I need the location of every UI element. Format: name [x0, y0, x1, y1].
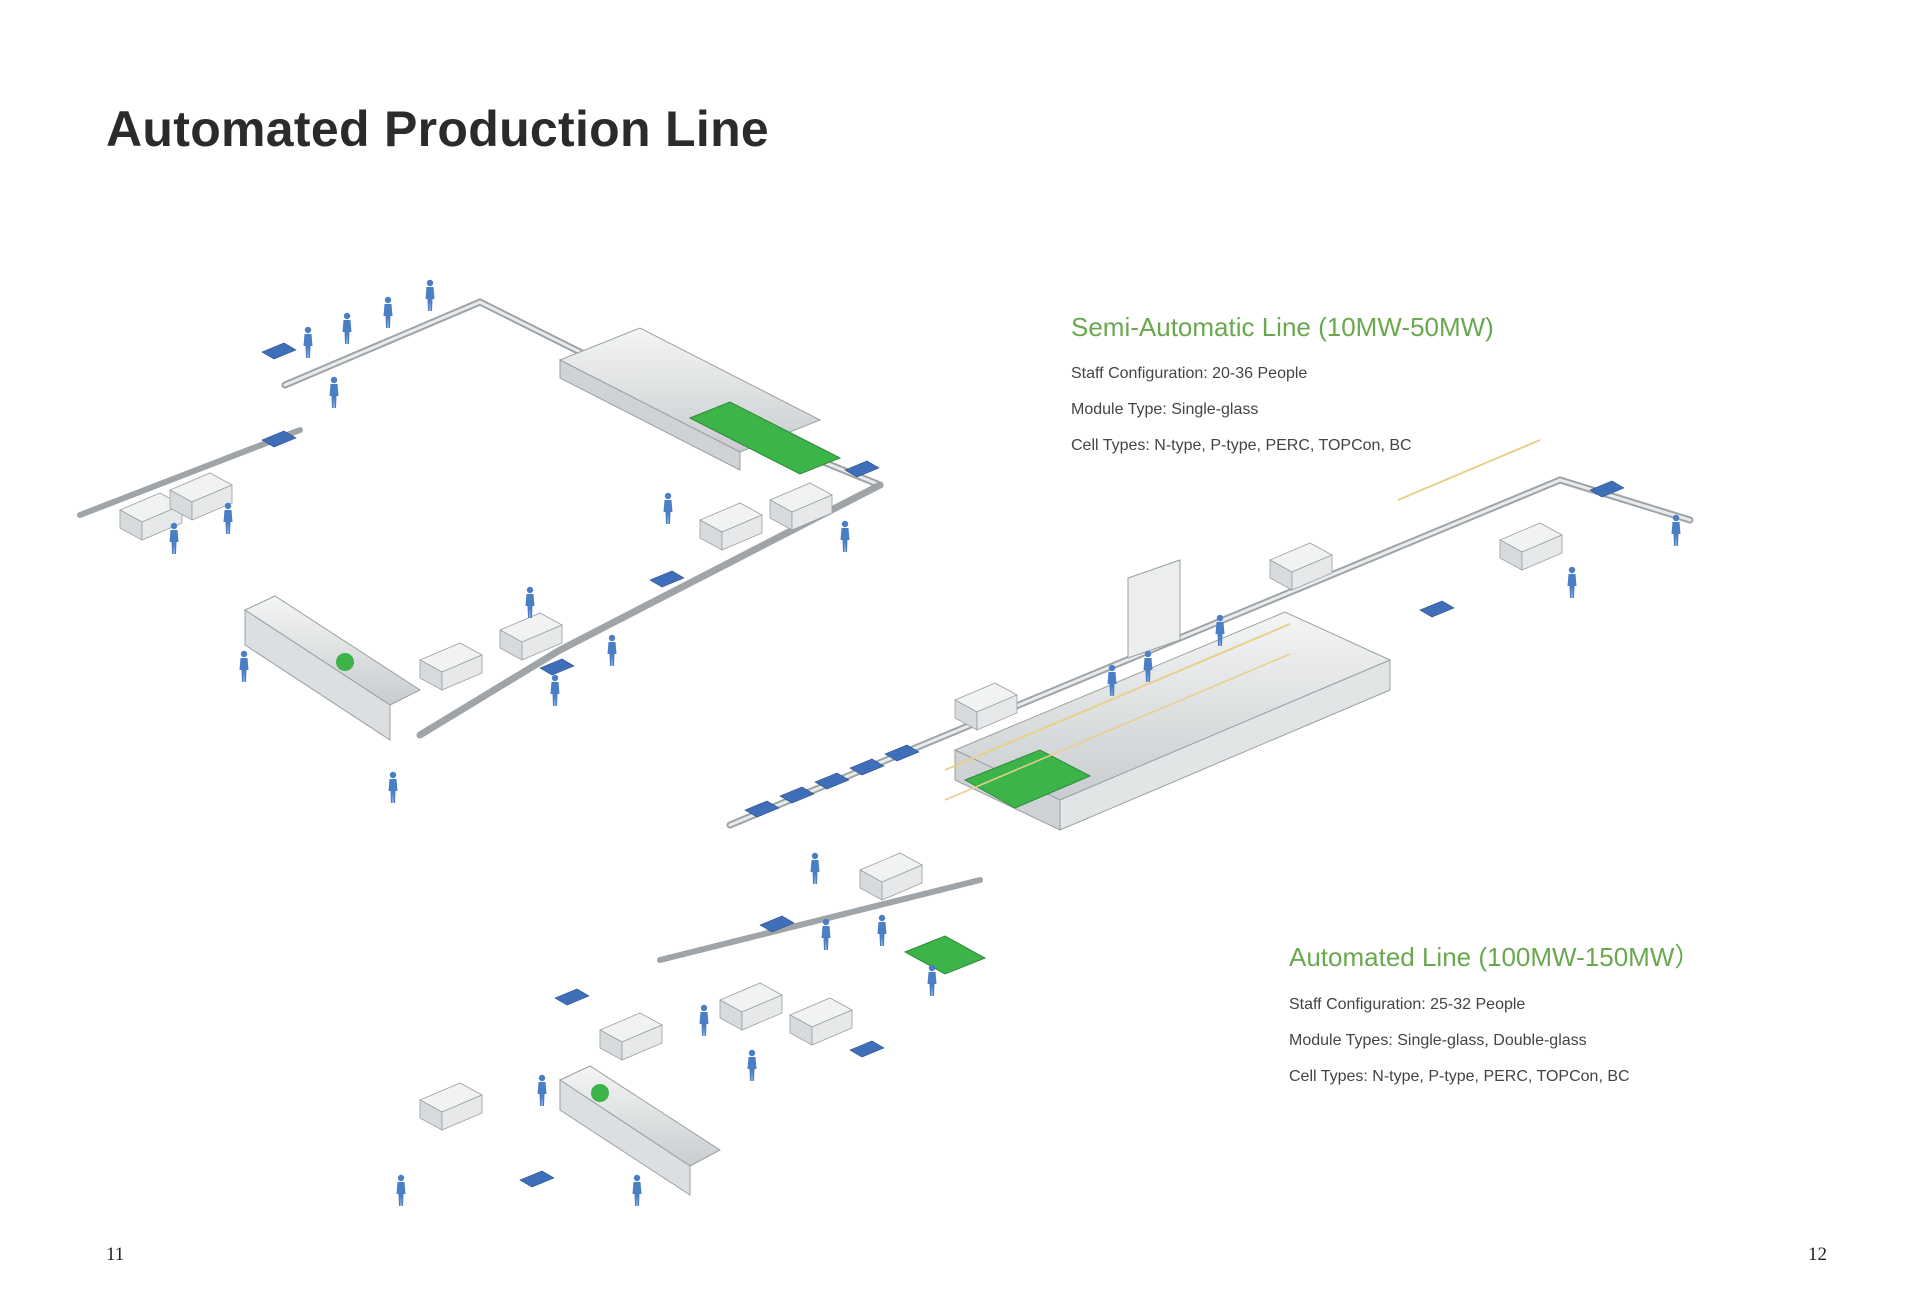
- page-number-right: 12: [1808, 1244, 1827, 1265]
- auto-staff-configuration: Staff Configuration: 25-32 People: [1289, 996, 1526, 1013]
- automated-line-illustration: [726, 439, 1694, 831]
- auto-cell-types: Cell Types: N-type, P-type, PERC, TOPCon…: [1289, 1068, 1630, 1085]
- page-number-left: 11: [106, 1244, 125, 1265]
- page-title: Automated Production Line: [106, 101, 770, 157]
- automated-line-heading: Automated Line (100MW-150MW）: [1289, 942, 1701, 972]
- semi-module-type: Module Type: Single-glass: [1071, 401, 1259, 418]
- lower-line-illustration: [396, 852, 987, 1206]
- semi-automatic-line-illustration: [77, 279, 884, 803]
- semi-automatic-line-specs: Semi-Automatic Line (10MW-50MW) Staff Co…: [1071, 312, 1494, 473]
- semi-cell-types: Cell Types: N-type, P-type, PERC, TOPCon…: [1071, 437, 1412, 454]
- semi-automatic-line-heading: Semi-Automatic Line (10MW-50MW): [1071, 312, 1494, 342]
- semi-staff-configuration: Staff Configuration: 20-36 People: [1071, 365, 1308, 382]
- auto-module-types: Module Types: Single-glass, Double-glass: [1289, 1032, 1587, 1049]
- automated-line-specs: Automated Line (100MW-150MW） Staff Confi…: [1289, 937, 1700, 1104]
